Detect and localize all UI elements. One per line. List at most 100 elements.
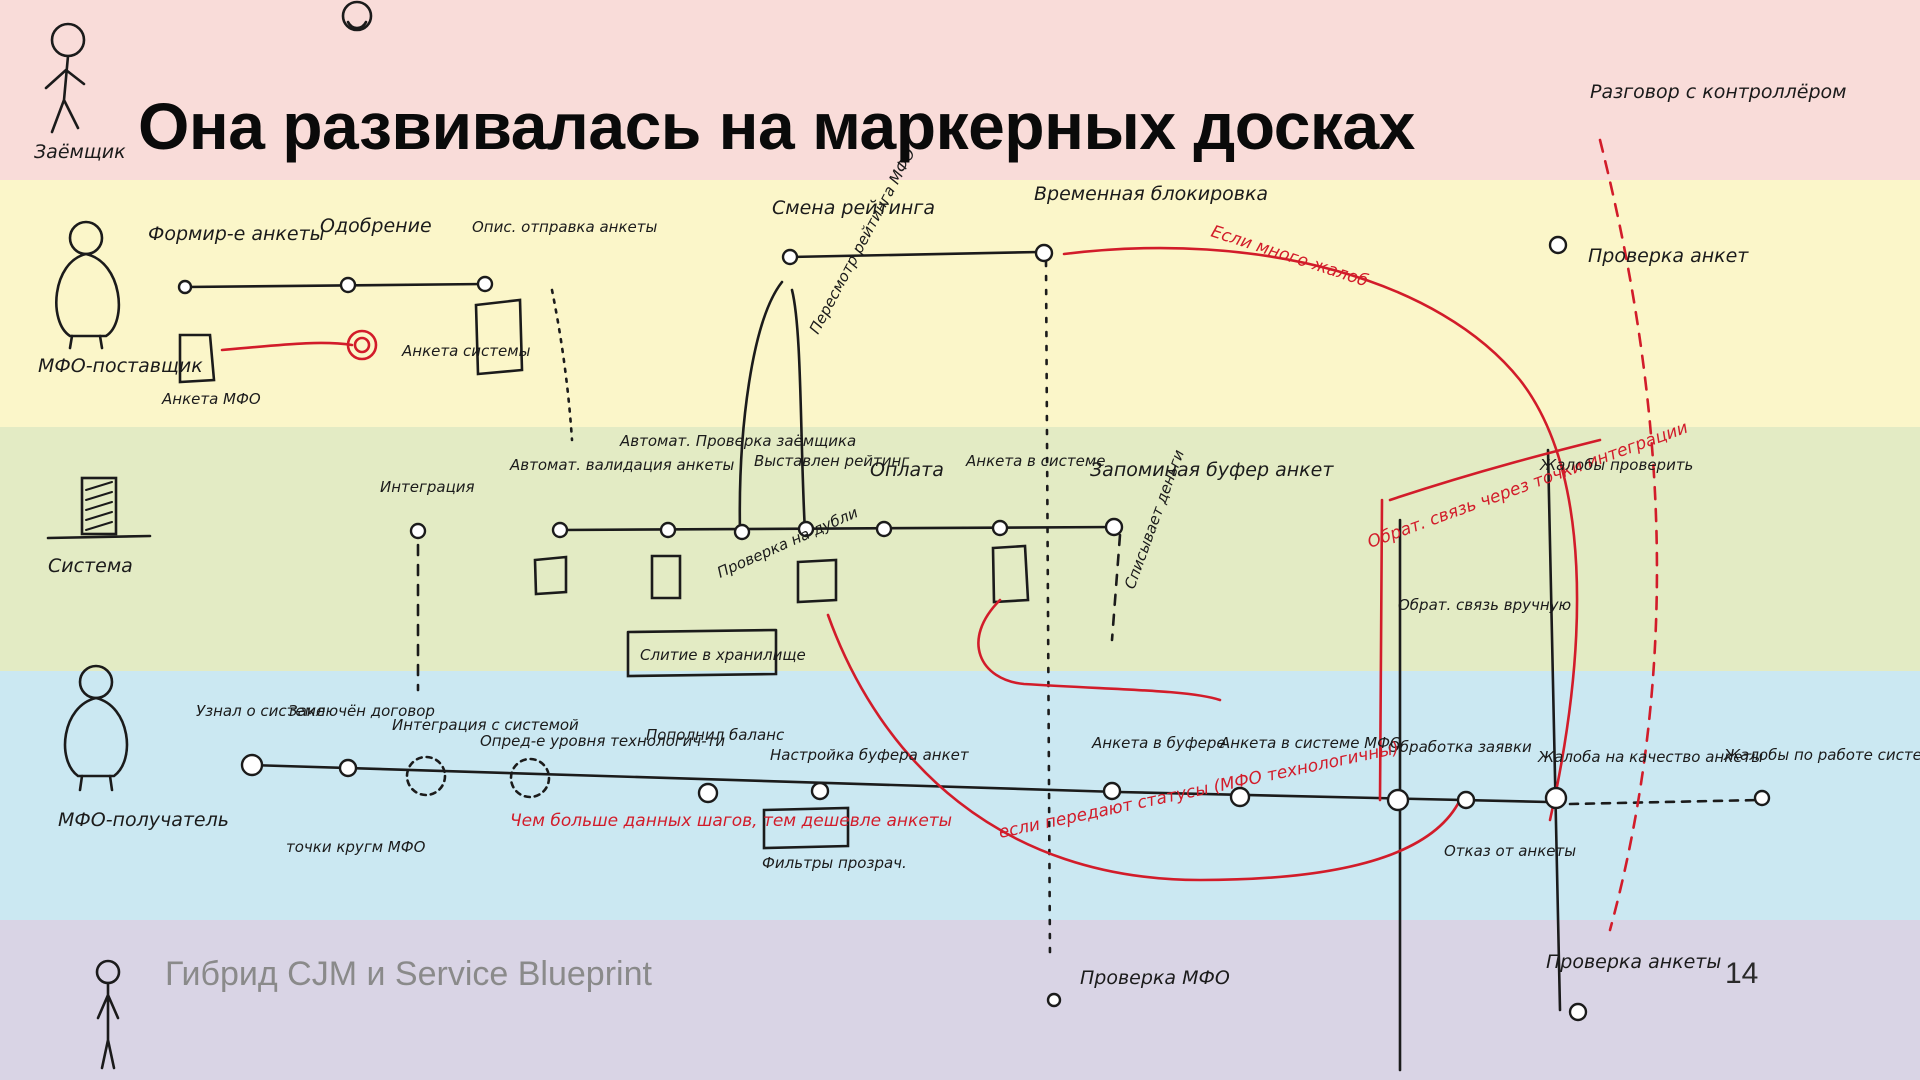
smile-face-icon [341, 0, 373, 32]
lane-label-system: Система [48, 555, 133, 577]
system-to-mfo-curve [977, 598, 1222, 702]
footer-caption: Гибрид CJM и Service Blueprint [165, 955, 652, 993]
node-supplier-2 [339, 276, 357, 294]
node-receiver-7 [1102, 781, 1122, 801]
system-step-1: Интеграция [380, 478, 475, 496]
lane-band-borrower [0, 0, 1920, 180]
lane-label-mfo-receiver: МФО-получатель [58, 809, 229, 831]
actor-borrower-icon [44, 22, 86, 134]
node-receiver-6 [810, 781, 830, 801]
node-receiver-2 [338, 758, 358, 778]
actor-footer-icon [95, 959, 121, 1070]
filters-label: Фильтры прозрач. [762, 854, 907, 872]
node-supplier-3 [476, 275, 494, 293]
merge-label: Слитие в хранилище [640, 646, 806, 664]
lane-band-mfo-receiver [0, 671, 1920, 920]
filters-box [762, 806, 850, 850]
receiver-step-9: Обработка заявки [1388, 738, 1532, 756]
merge-box [626, 628, 778, 678]
form-mfo-icon [178, 333, 216, 384]
node-system-6 [991, 519, 1009, 537]
lane-label-mfo-supplier: МФО-поставщик [38, 355, 203, 377]
lane-band-footer [0, 920, 1920, 1080]
anketa-mfo-label: Анкета МФО [161, 390, 261, 408]
receiver-step-4: Опред-е уровня технологич-ти [480, 732, 725, 750]
anketa-system-label: Анкета системы [401, 342, 531, 360]
spiral-icon [346, 329, 378, 361]
rating-recheck-line [738, 280, 784, 535]
borrower-card-icon [650, 554, 682, 600]
touch-points-label: точки кругм МФО [286, 838, 426, 856]
rating-card-icon [796, 558, 838, 604]
node-check-form [1568, 1002, 1588, 1022]
smile-icon [346, 20, 368, 30]
feedback-vertical [1378, 498, 1384, 802]
system-timeline [558, 525, 1120, 532]
supplier-timeline [183, 282, 487, 289]
node-receiver-10 [1544, 786, 1568, 810]
node-receiver-5 [697, 782, 719, 804]
form-system-icon [474, 298, 524, 376]
supplier-step-2: Одобрение [320, 215, 432, 237]
actor-system-icon [46, 476, 152, 540]
many-complaints-label: Если много жалоб [1208, 222, 1370, 292]
complaints-dashed [1568, 798, 1762, 806]
actor-mfo-supplier-icon [55, 220, 121, 350]
system-step-4: Выставлен рейтинг [754, 452, 909, 470]
rating-timeline [788, 250, 1042, 259]
supplier-to-system-dotted [550, 288, 574, 442]
receiver-step-11: Жалобы по работе системы [1723, 746, 1920, 764]
receiver-step-5: Пополнил баланс [646, 726, 785, 744]
node-receiver-11 [1753, 789, 1771, 807]
buffer-dashed [1110, 533, 1122, 642]
receiver-step-8: Анкета в системе МФО [1219, 734, 1402, 752]
system-step-7: Запоминая буфер анкет [1090, 459, 1334, 481]
receiver-step-2: Заключён договор [288, 702, 435, 720]
system-step-6: Анкета в системе [965, 452, 1105, 470]
node-receiver-refusal [1456, 790, 1476, 810]
temp-block-dotted [1044, 260, 1052, 962]
check-form-label: Проверка анкеты [1546, 951, 1721, 973]
feedback-label: Обрат. связь через точки интеграции [1365, 418, 1691, 553]
controller-dashed [1598, 138, 1659, 932]
receiver-step-7: Анкета в буфере [1091, 734, 1226, 752]
check-mfo-label: Проверка МФО [1080, 967, 1230, 989]
node-system-2 [551, 521, 569, 539]
receiver-step-1: Узнал о системе [196, 702, 325, 720]
system-step-3: Автомат. Проверка заёмщика [619, 432, 856, 450]
lane-band-mfo-supplier [0, 180, 1920, 427]
node-receiver-9 [1386, 788, 1410, 812]
lane-band-system [0, 427, 1920, 671]
feedback-curve [1388, 438, 1602, 502]
system-form-icon [991, 544, 1030, 604]
receiver-integration-circle [405, 755, 447, 797]
node-supplier-1 [177, 279, 193, 295]
rating-recheck-line-2 [790, 288, 807, 534]
node-system-5 [875, 520, 893, 538]
actor-mfo-receiver-icon [63, 664, 129, 792]
system-step-5: Оплата [870, 459, 944, 481]
node-check-forms [1548, 235, 1568, 255]
temp-block-label: Временная блокировка [1034, 183, 1268, 205]
many-complaints-curve [1062, 246, 1579, 822]
feedback-manual-label: Обрат. связь вручную [1398, 596, 1571, 614]
rating-recheck-label: Пересмотр рейтинга МФО [806, 145, 919, 337]
node-system-1 [409, 522, 427, 540]
more-steps-label: Чем больше данных шагов, тем дешевле анк… [510, 811, 952, 831]
node-check-mfo [1046, 992, 1062, 1008]
statuses-curve [826, 613, 1462, 882]
check-forms-label: Проверка анкет [1588, 245, 1749, 267]
node-receiver-8 [1229, 786, 1251, 808]
form-validate-icon [533, 555, 568, 596]
supplier-step-3: Опис. отправка анкеты [472, 218, 657, 236]
node-receiver-1 [240, 753, 264, 777]
node-system-4 [797, 520, 815, 538]
node-rating [781, 248, 799, 266]
receiver-level-circle [509, 757, 551, 799]
node-system-7 [1104, 517, 1124, 537]
complaints-check-label: Жалобы проверить [1539, 456, 1693, 474]
receiver-step-3: Интеграция с системой [392, 716, 579, 734]
node-system-3b [733, 523, 751, 541]
